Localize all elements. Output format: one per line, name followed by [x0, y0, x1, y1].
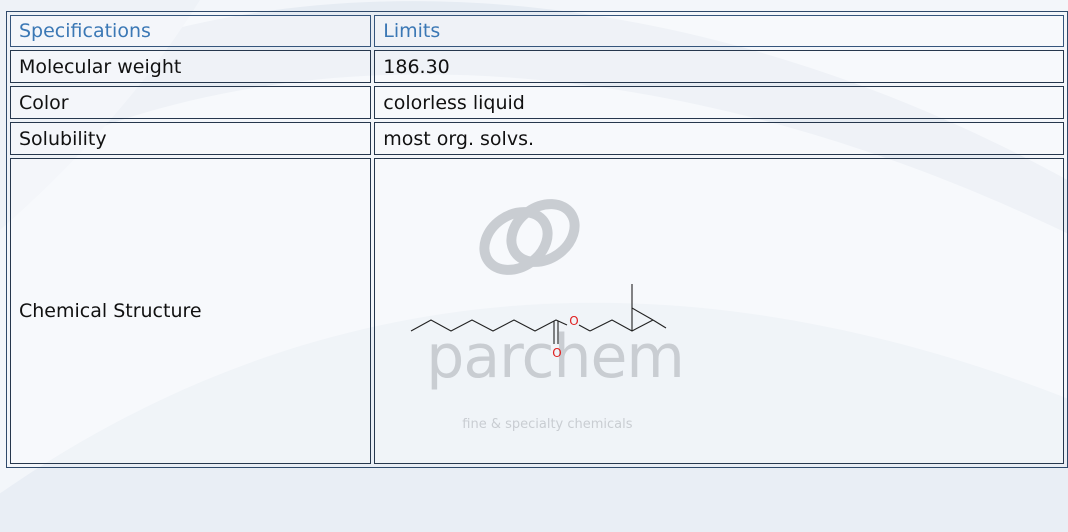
table-header-row: Specifications Limits — [10, 15, 1064, 47]
spec-value: 186.30 — [374, 50, 1064, 83]
header-limits: Limits — [374, 15, 1064, 47]
spec-label: Color — [10, 86, 372, 119]
spec-label: Chemical Structure — [10, 158, 372, 464]
structure-skeleton — [411, 284, 667, 344]
ester-oxygen-label: O — [569, 314, 579, 328]
spec-label: Molecular weight — [10, 50, 372, 83]
logo-tagline-text: fine & specialty chemicals — [462, 417, 633, 432]
spec-label: Solubility — [10, 122, 372, 155]
table-row: Solubility most org. solvs. — [10, 122, 1064, 155]
table-row-structure: Chemical Structure parchem fine & specia… — [10, 158, 1064, 464]
carbonyl-oxygen-label: O — [552, 346, 562, 360]
parchem-logo-watermark — [479, 199, 580, 275]
table-row: Molecular weight 186.30 — [10, 50, 1064, 83]
specifications-table: Specifications Limits Molecular weight 1… — [6, 11, 1068, 468]
spec-value: colorless liquid — [374, 86, 1064, 119]
header-specifications: Specifications — [10, 15, 372, 47]
table-row: Color colorless liquid — [10, 86, 1064, 119]
logo-brand-text: parchem — [426, 322, 685, 392]
structure-cell: parchem fine & specialty chemicals — [374, 158, 1064, 464]
spec-value: most org. solvs. — [374, 122, 1064, 155]
chemical-structure: parchem fine & specialty chemicals — [383, 159, 1055, 463]
